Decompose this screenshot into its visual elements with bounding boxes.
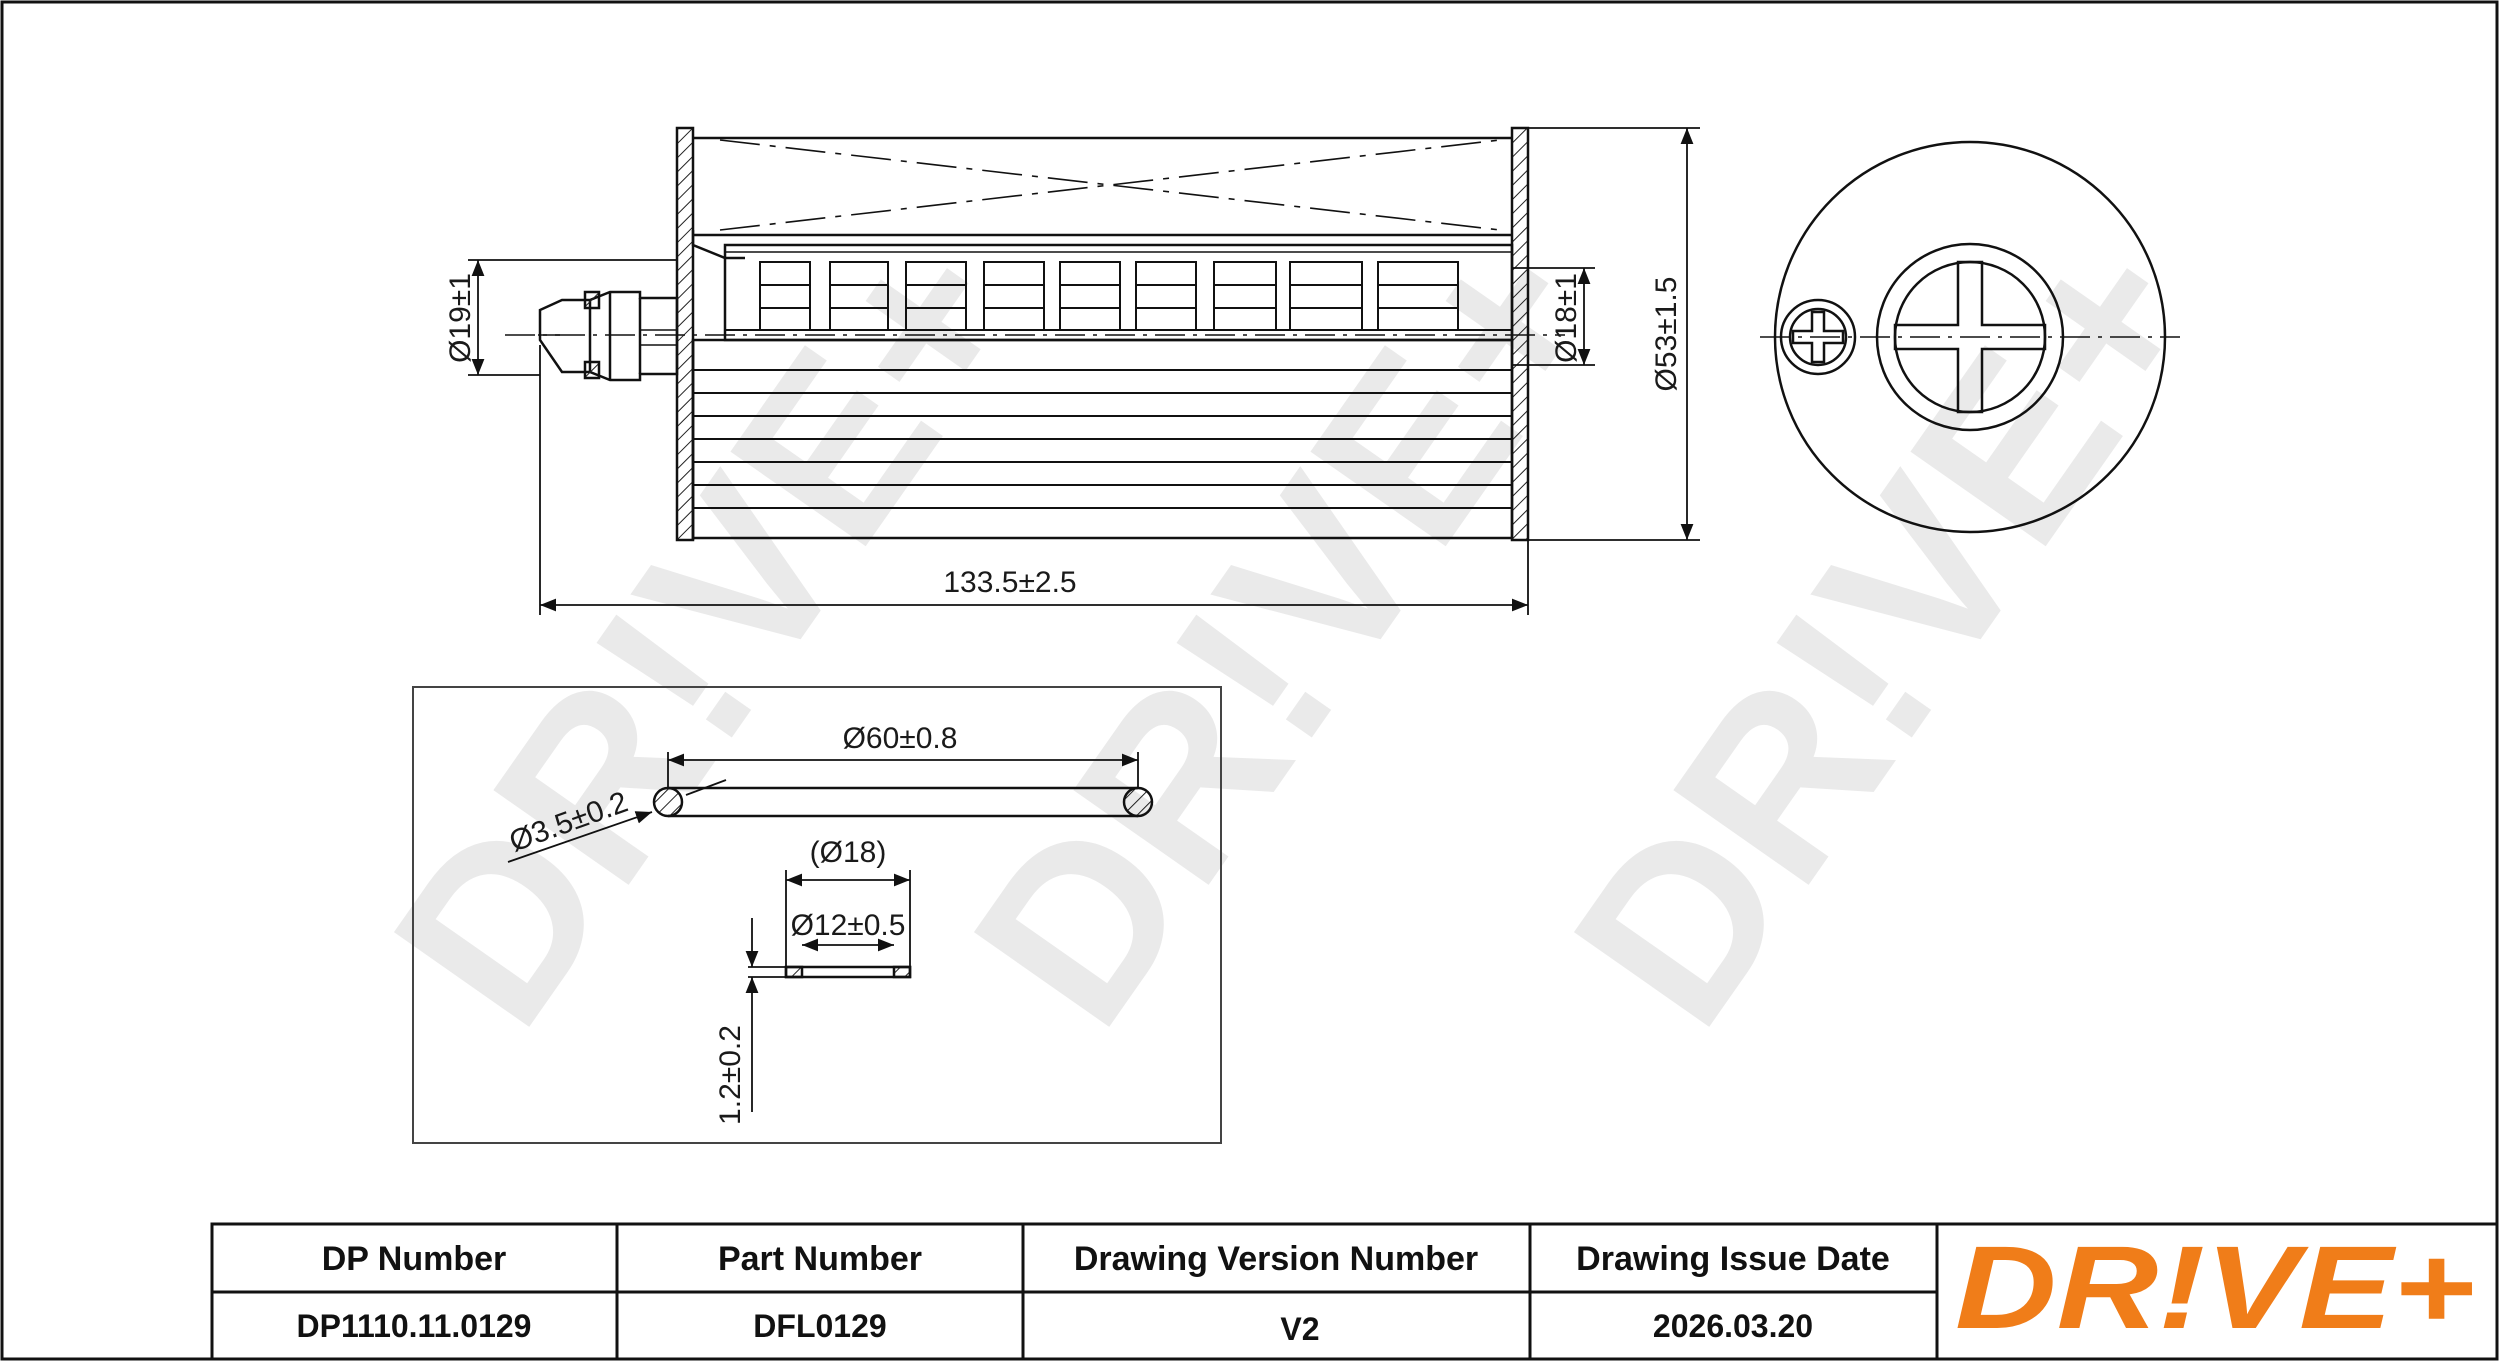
inner-diameter-label: Ø18±1 (1550, 273, 1583, 363)
washer-thickness-dimension (745, 918, 786, 1112)
filter-end-view (1760, 140, 2180, 534)
filter-side-view (538, 126, 1530, 542)
value-dp-number: DP1110.11.0129 (297, 1308, 532, 1344)
center-tube (723, 243, 1514, 342)
left-end-cap (675, 126, 695, 542)
drive-logo: DR!VE+ (1955, 1222, 2475, 1354)
value-issue-date: 2026.03.20 (1653, 1308, 1813, 1344)
washer-ref-label: (Ø18) (810, 836, 887, 869)
header-issue-date: Drawing Issue Date (1576, 1240, 1890, 1278)
washer (784, 965, 912, 979)
inner-diameter-dimension (1512, 267, 1595, 366)
outer-diameter-dimension (1528, 127, 1700, 541)
cross-insert (1893, 260, 2047, 414)
oring-left-section (652, 786, 684, 818)
value-version: V2 (1280, 1311, 1319, 1347)
washer-inner-label: Ø12±0.5 (791, 909, 906, 942)
washer-section (784, 965, 912, 979)
washer-ref-dimension (785, 870, 911, 967)
seals-detail-box (412, 686, 1222, 1144)
oring-right-section (1122, 786, 1154, 818)
nozzle-oring (583, 290, 601, 310)
inlet-diameter-label: Ø19±1 (444, 273, 477, 363)
watermark-3: DR!VE+ (1522, 189, 2250, 1069)
washer-thickness-label: 1.2±0.2 (714, 1025, 747, 1125)
oring-diameter-dimension (667, 752, 1139, 788)
value-part-number: DFL0129 (753, 1308, 886, 1344)
length-label: 133.5±2.5 (943, 566, 1076, 599)
inlet-diameter-dimension (468, 259, 677, 376)
header-part-number: Part Number (718, 1240, 922, 1278)
title-block (210, 1222, 2499, 1361)
outer-diameter-label: Ø53±1.5 (1650, 277, 1683, 392)
oring-section-dimension (507, 779, 727, 863)
watermarks: DR!VE+ DR!VE+ DR!VE+ (342, 189, 2250, 1069)
length-dimension (539, 345, 1529, 615)
right-end-cap (1510, 126, 1530, 542)
header-version: Drawing Version Number (1074, 1240, 1478, 1278)
header-dp-number: DP Number (322, 1240, 507, 1278)
inlet-nozzle (538, 290, 679, 382)
core-windows (725, 261, 1512, 331)
oring-diameter-label: Ø60±0.8 (843, 722, 958, 755)
